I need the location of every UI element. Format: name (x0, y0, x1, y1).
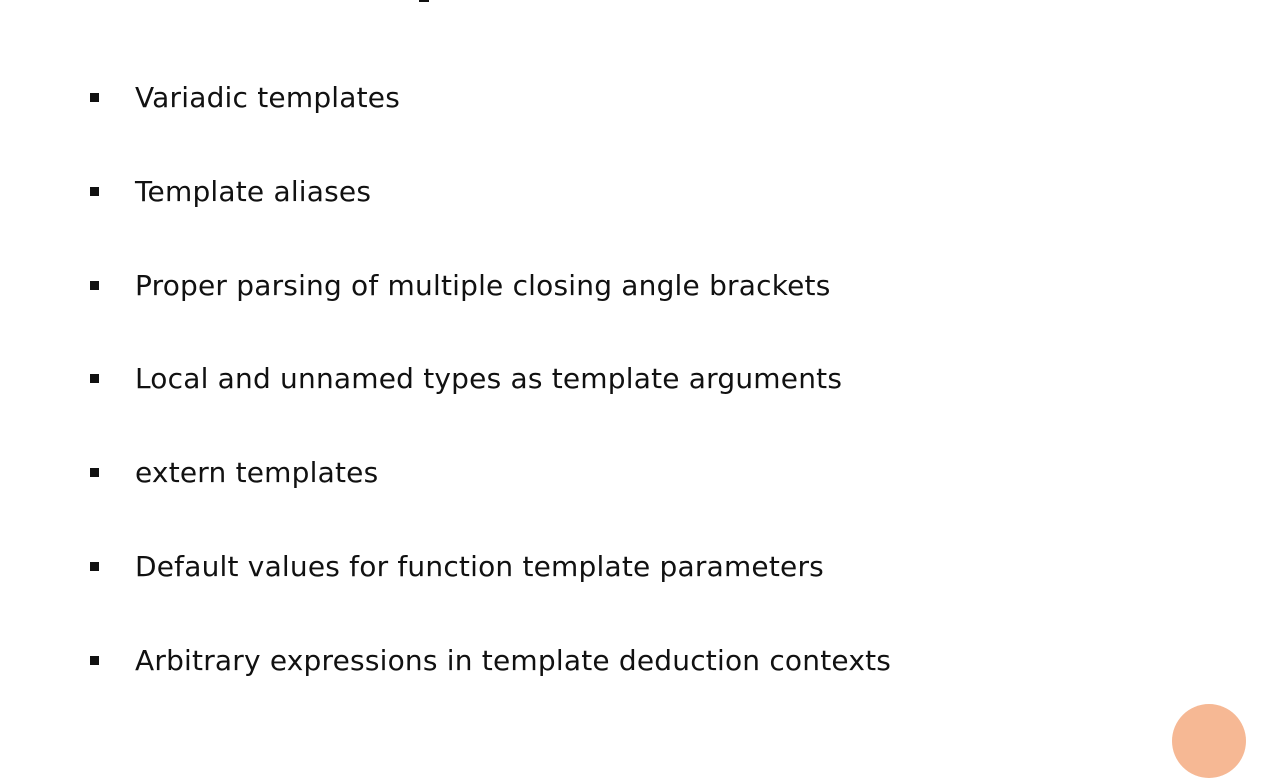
title-fragment (414, 0, 434, 4)
list-item: Default values for function template par… (90, 531, 891, 625)
bullet-list: Variadic templates Template aliases Prop… (90, 62, 891, 719)
bullet-text: Variadic templates (135, 80, 401, 114)
list-item: extern templates (90, 437, 891, 531)
bullet-text: Template aliases (135, 174, 372, 208)
list-item: Arbitrary expressions in template deduct… (90, 625, 891, 719)
list-item: Template aliases (90, 156, 891, 250)
list-item: Local and unnamed types as template argu… (90, 344, 891, 437)
bullet-text: Proper parsing of multiple closing angle… (135, 268, 831, 302)
corner-decoration (1172, 704, 1246, 778)
bullet-text: Arbitrary expressions in template deduct… (135, 643, 892, 677)
list-item: Proper parsing of multiple closing angle… (90, 250, 891, 344)
square-bullet-icon (90, 467, 99, 477)
square-bullet-icon (90, 280, 99, 290)
square-bullet-icon (90, 186, 99, 196)
square-bullet-icon (90, 374, 99, 383)
bullet-text: Local and unnamed types as template argu… (135, 362, 843, 395)
square-bullet-icon (90, 561, 99, 571)
bullet-text: extern templates (135, 455, 379, 489)
slide: Variadic templates Template aliases Prop… (90, 0, 1246, 778)
list-item: Variadic templates (90, 62, 891, 156)
bullet-text: Default values for function template par… (135, 549, 824, 583)
square-bullet-icon (90, 655, 99, 665)
square-bullet-icon (90, 92, 99, 102)
